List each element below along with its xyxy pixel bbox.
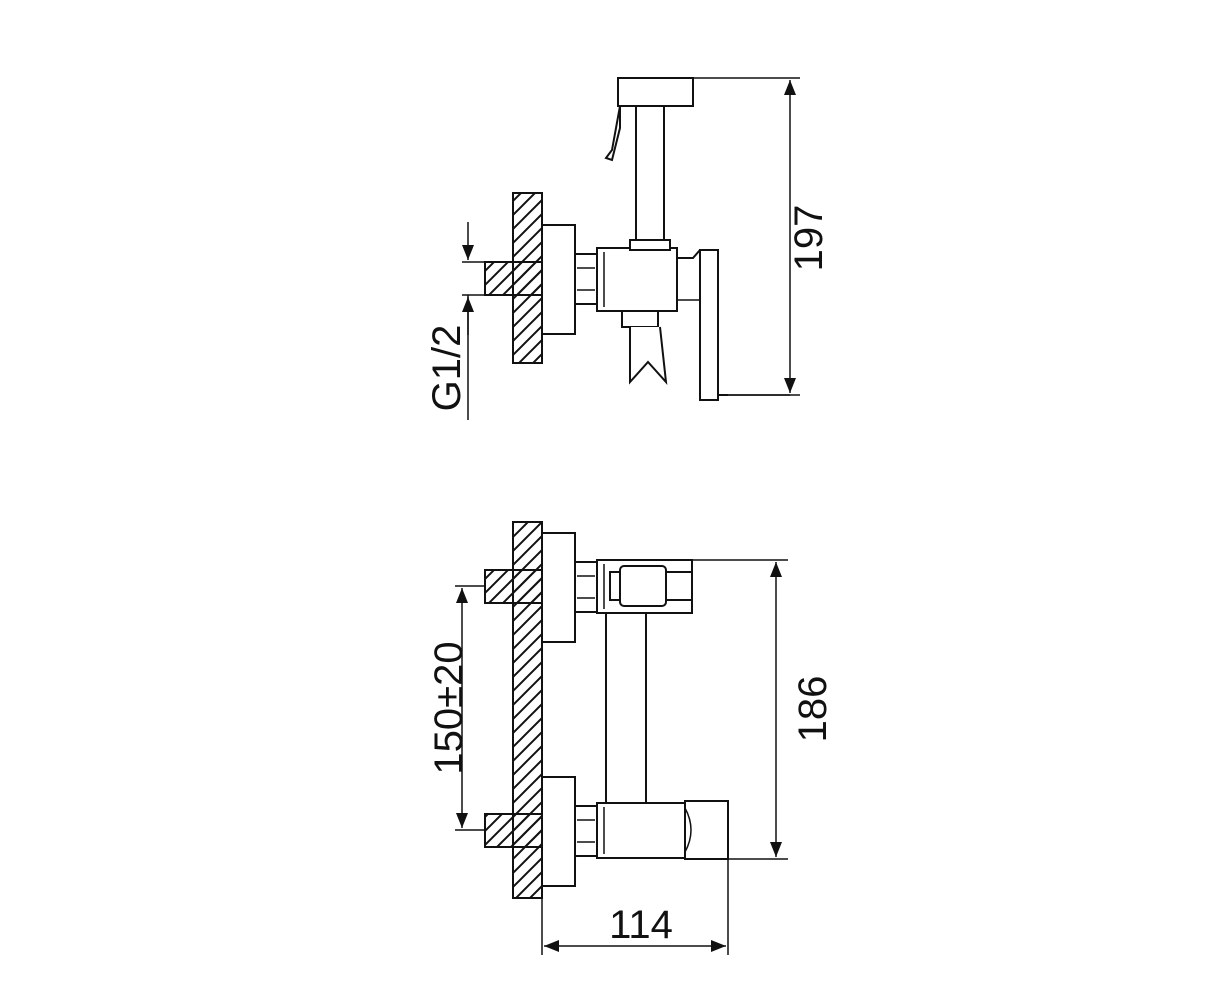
front-view: 186 150±20 114 (427, 521, 835, 955)
holder-head (617, 77, 694, 107)
dim-114-label: 114 (609, 903, 673, 947)
top-pipe (484, 569, 543, 604)
bottom-pipe (484, 813, 543, 848)
valve-body-front (596, 802, 686, 859)
side-view: 197 G1/2 (425, 77, 831, 420)
dim-g12-label: G1/2 (425, 325, 469, 412)
dim-150-label: 150±20 (427, 641, 471, 774)
flange (541, 224, 576, 335)
lever-front (684, 800, 729, 860)
thread-pipe (484, 261, 543, 296)
dim-197-label: 197 (787, 205, 831, 272)
connecting-tube (605, 612, 647, 804)
dim-186-label: 186 (791, 676, 835, 743)
nut (574, 253, 598, 305)
riser-tube (635, 99, 665, 249)
outlet-nut (621, 310, 659, 328)
valve-body (596, 247, 678, 312)
